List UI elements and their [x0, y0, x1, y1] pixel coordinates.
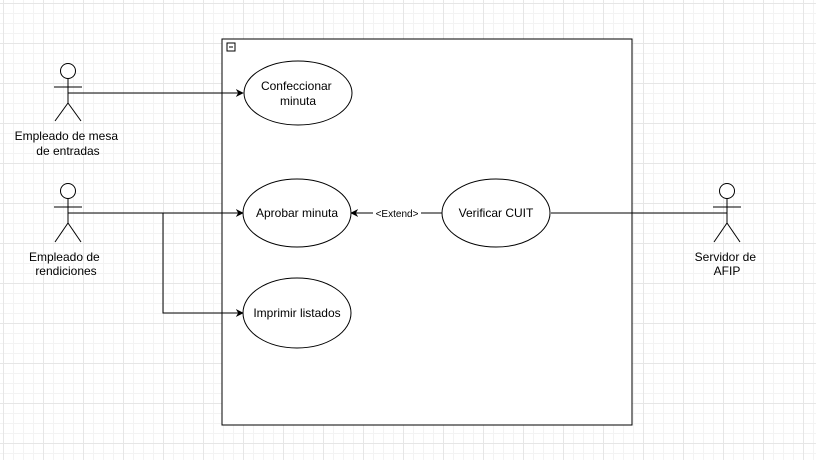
- use-case-label: Confeccionar minuta: [261, 79, 335, 108]
- actor-label: Empleado de mesa de entradas: [15, 129, 122, 158]
- actor-servidor-afip[interactable]: Servidor de AFIP: [695, 183, 760, 279]
- use-case-label: Imprimir listados: [253, 306, 340, 320]
- actor-empleado-mesa[interactable]: Empleado de mesa de entradas: [15, 63, 122, 159]
- collapse-toggle-icon[interactable]: [226, 42, 236, 52]
- use-case-aprobar[interactable]: Aprobar minuta: [242, 178, 352, 248]
- association-rendiciones-imprimir[interactable]: [162, 213, 244, 317]
- use-case-label: Aprobar minuta: [256, 206, 338, 220]
- actor-label: Servidor de AFIP: [695, 250, 760, 278]
- stick-figure-icon: [54, 183, 82, 243]
- stick-figure-icon: [54, 63, 82, 122]
- use-case-label: Verificar CUIT: [459, 206, 534, 220]
- extend-label-bg: [373, 206, 421, 220]
- extend-label: <Extend>: [376, 209, 419, 220]
- use-case-verificar[interactable]: Verificar CUIT: [441, 178, 551, 248]
- relationships: <Extend>: [68, 89, 727, 317]
- stick-figure-icon: [713, 183, 741, 243]
- use-case-confeccionar[interactable]: Confeccionar minuta: [243, 60, 353, 126]
- actor-empleado-rendiciones[interactable]: Empleado de rendiciones: [29, 183, 103, 279]
- actor-label: Empleado de rendiciones: [29, 250, 103, 278]
- use-case-imprimir[interactable]: Imprimir listados: [242, 277, 352, 349]
